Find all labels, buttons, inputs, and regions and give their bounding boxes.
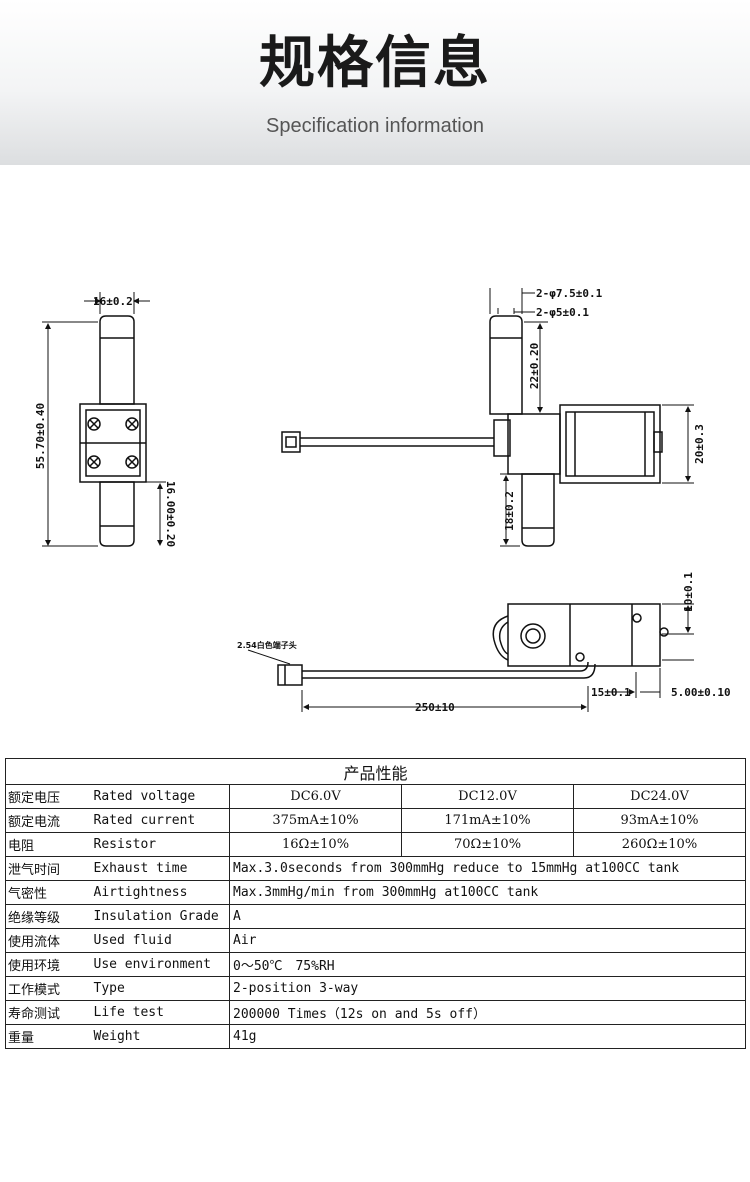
table-row: 气密性 Airtightness Max.3mmHg/min from 300m… [5, 880, 746, 905]
value-cell: 375mA±10% [229, 808, 402, 833]
dim-offset-15: 15±0.1 [591, 686, 631, 699]
value-cell: Max.3mmHg/min from 300mmHg at100CC tank [229, 880, 746, 905]
table-row: 使用环境 Use environment 0～50℃ 75%RH [5, 952, 746, 977]
connector-note: 2.54白色端子头 [237, 640, 297, 650]
value-cell: A [229, 904, 746, 929]
table-row: 额定电压 Rated voltage DC6.0V DC12.0V DC24.0… [5, 784, 746, 809]
dim-height-20: 20±0.3 [693, 424, 706, 464]
row-label-en: Used fluid [89, 928, 230, 953]
dim-dia-7-5: 2-φ7.5±0.1 [536, 287, 603, 300]
row-label-cn: 电阻 [5, 832, 90, 857]
front-view-dimensions [42, 292, 166, 547]
top-view [277, 603, 669, 686]
row-label-en: Type [89, 976, 230, 1001]
dim-offset-5: 5.00±0.10 [671, 686, 731, 699]
row-label-en: Use environment [89, 952, 230, 977]
value-cell: DC6.0V [229, 784, 402, 809]
table-caption-row: 产品性能 [5, 758, 746, 785]
row-label-cn: 使用流体 [5, 928, 90, 953]
row-label-en: Rated voltage [89, 784, 230, 809]
table-row: 电阻 Resistor 16Ω±10% 70Ω±10% 260Ω±10% [5, 832, 746, 857]
table-row: 泄气时间 Exhaust time Max.3.0seconds from 30… [5, 856, 746, 881]
table-row: 使用流体 Used fluid Air [5, 928, 746, 953]
row-label-en: Insulation Grade [89, 904, 230, 929]
dim-dia-5: 2-φ5±0.1 [536, 306, 589, 319]
dim-len-18: 18±0.2 [503, 491, 516, 531]
value-cell: 70Ω±10% [401, 832, 574, 857]
table-row: 额定电流 Rated current 375mA±10% 171mA±10% 9… [5, 808, 746, 833]
value-cell: Max.3.0seconds from 300mmHg reduce to 15… [229, 856, 746, 881]
dim-height-16: 16.00±0.20 [164, 481, 177, 547]
row-label-cn: 气密性 [5, 880, 90, 905]
row-label-cn: 重量 [5, 1024, 90, 1049]
row-label-cn: 泄气时间 [5, 856, 90, 881]
row-label-en: Resistor [89, 832, 230, 857]
value-cell: 93mA±10% [573, 808, 746, 833]
row-label-en: Airtightness [89, 880, 230, 905]
value-cell: 260Ω±10% [573, 832, 746, 857]
value-cell: 41g [229, 1024, 746, 1049]
page-title: 规格信息 [259, 31, 491, 96]
row-label-en: Weight [89, 1024, 230, 1049]
top-view-dimensions [247, 603, 694, 712]
row-label-cn: 额定电流 [5, 808, 90, 833]
table-row: 重量 Weight 41g [5, 1024, 746, 1049]
value-cell: DC12.0V [401, 784, 574, 809]
spec-table: 产品性能 额定电压 Rated voltage DC6.0V DC12.0V D… [5, 758, 746, 1049]
table-row: 工作模式 Type 2-position 3-way [5, 976, 746, 1001]
table-row: 寿命测试 Life test 200000 Times（12s on and 5… [5, 1000, 746, 1025]
value-cell: 171mA±10% [401, 808, 574, 833]
front-view [79, 315, 147, 547]
dim-height-10: 10±0.1 [682, 572, 695, 612]
header-banner: 规格信息 Specification information [0, 0, 750, 165]
value-cell: DC24.0V [573, 784, 746, 809]
row-label-cn: 绝缘等级 [5, 904, 90, 929]
row-label-cn: 使用环境 [5, 952, 90, 977]
value-cell: 16Ω±10% [229, 832, 402, 857]
value-cell: 2-position 3-way [229, 976, 746, 1001]
row-label-en: Life test [89, 1000, 230, 1025]
row-label-cn: 额定电压 [5, 784, 90, 809]
side-view-dimensions [489, 288, 694, 547]
page-subtitle: Specification information [266, 115, 484, 137]
row-label-en: Exhaust time [89, 856, 230, 881]
value-cell: 0～50℃ 75%RH [229, 952, 746, 977]
value-cell: Air [229, 928, 746, 953]
dim-len-22: 22±0.20 [528, 343, 541, 389]
row-label-cn: 寿命测试 [5, 1000, 90, 1025]
technical-drawings: 16±0.2 55.70±0.40 16.00±0.20 [34, 287, 731, 714]
dim-cable-250: 250±10 [415, 701, 455, 714]
row-label-cn: 工作模式 [5, 976, 90, 1001]
dim-width-16: 16±0.2 [93, 295, 133, 308]
side-view [281, 315, 663, 547]
value-cell: 200000 Times（12s on and 5s off） [229, 1000, 746, 1025]
dim-height-55: 55.70±0.40 [34, 403, 47, 469]
table-caption: 产品性能 [5, 758, 746, 785]
row-label-en: Rated current [89, 808, 230, 833]
table-row: 绝缘等级 Insulation Grade A [5, 904, 746, 929]
